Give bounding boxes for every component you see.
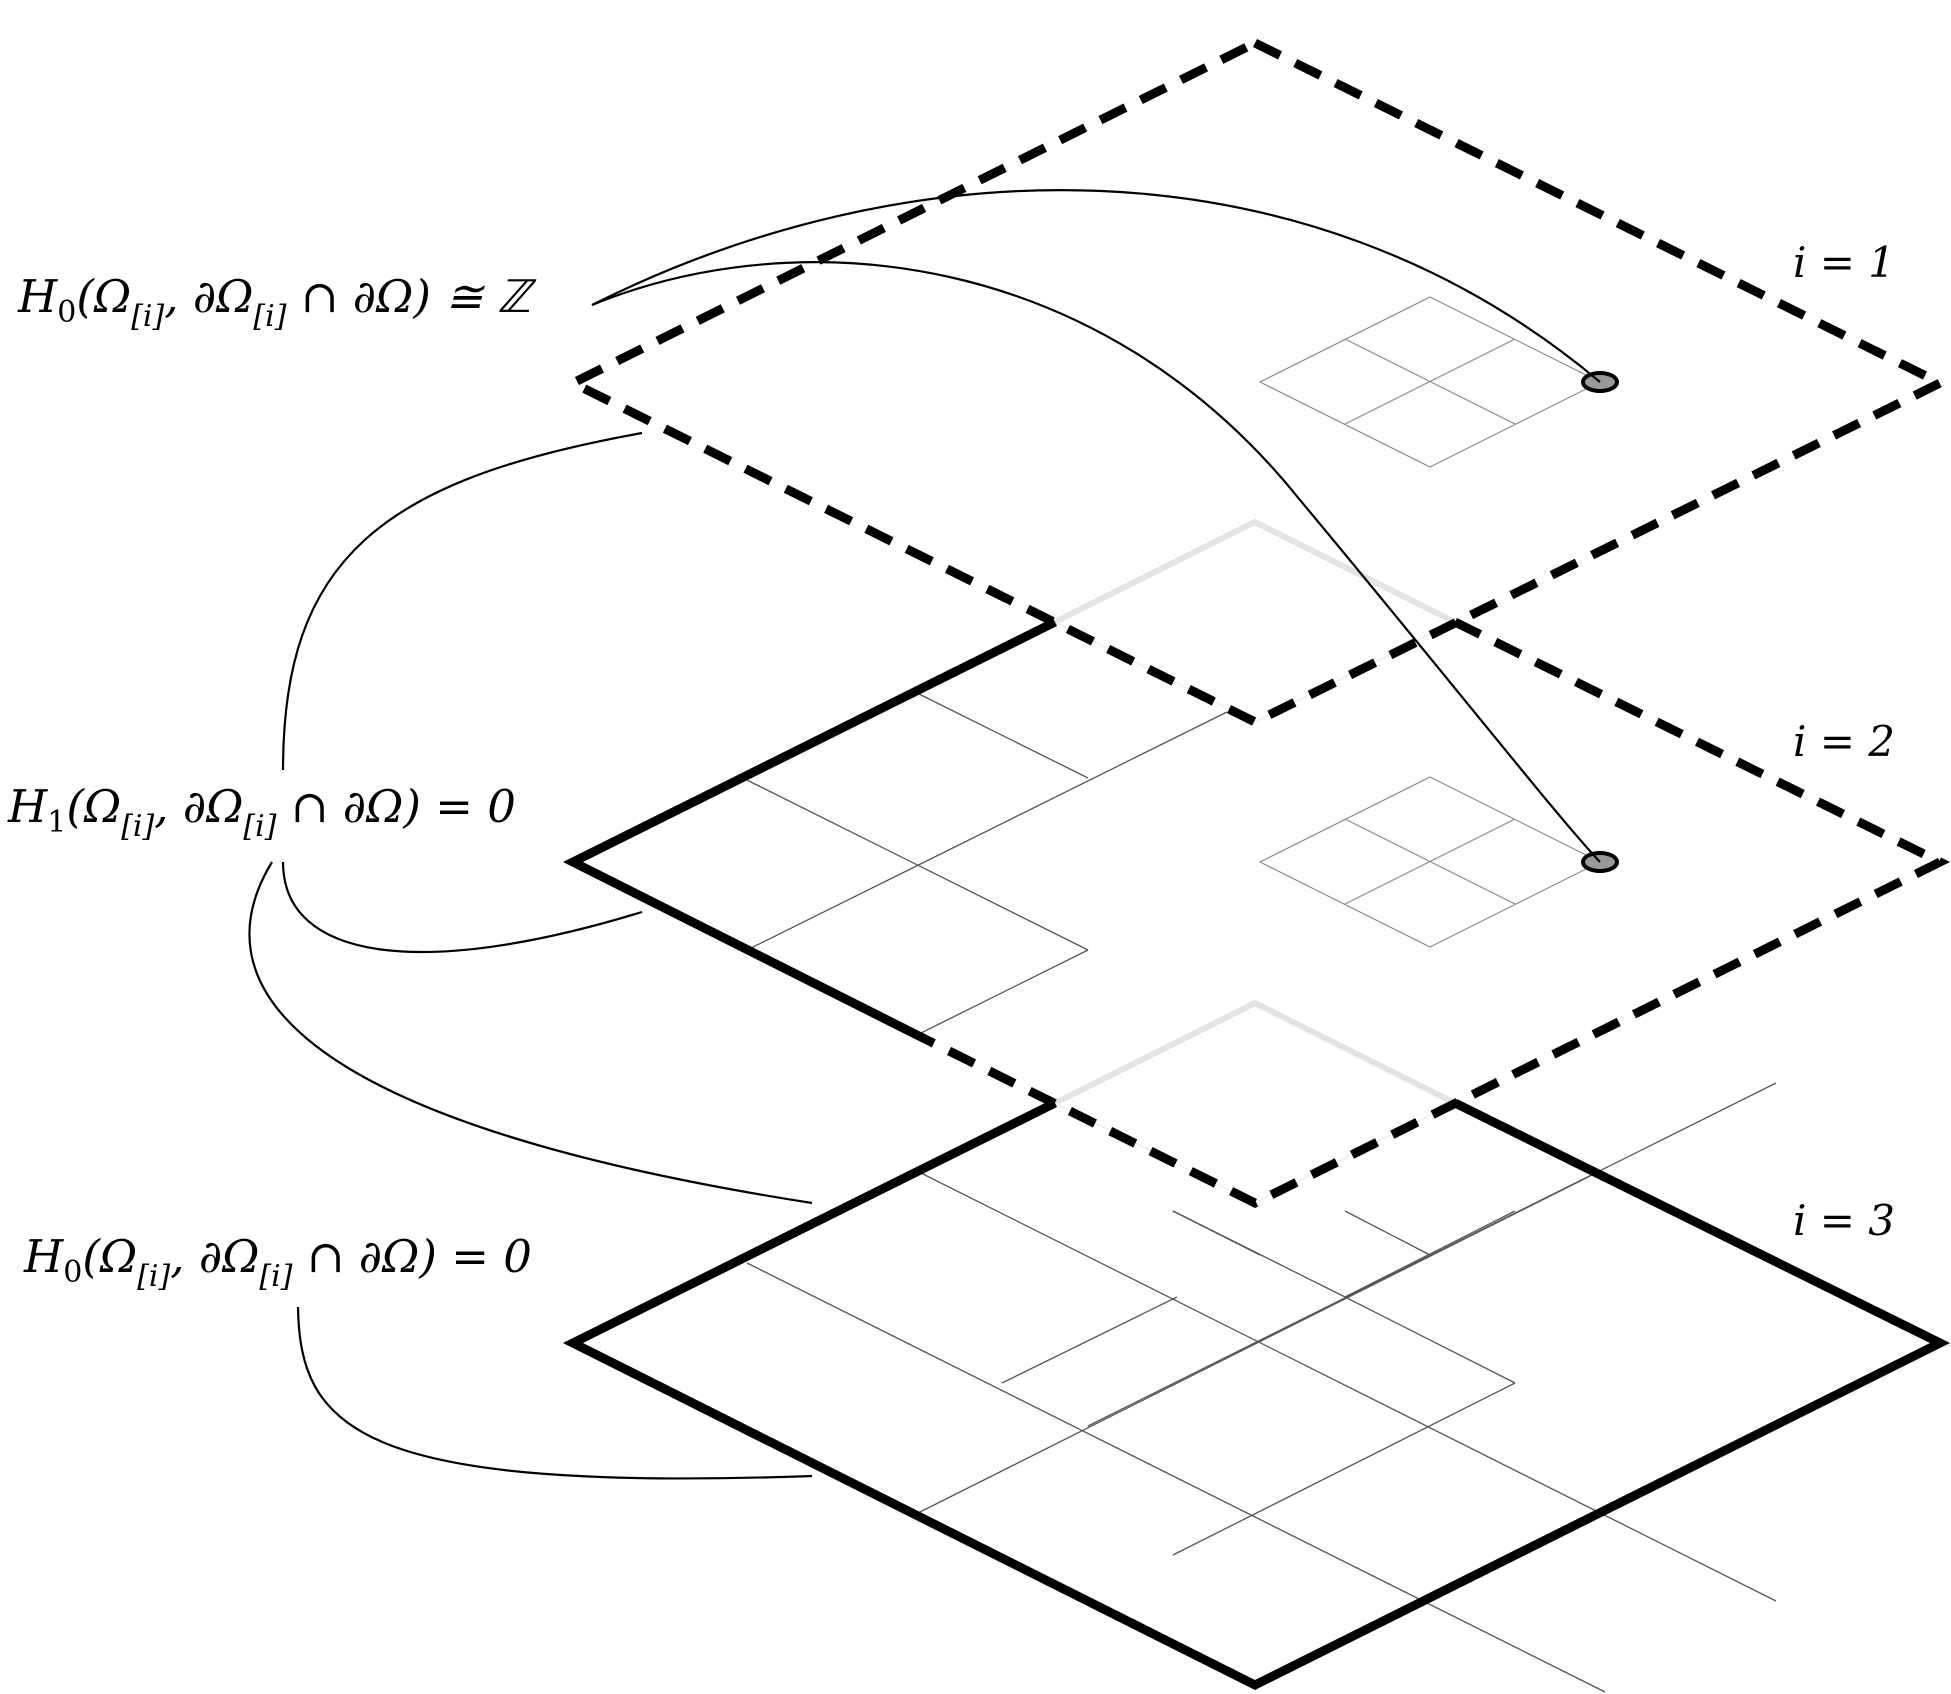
layer-2-left-mesh [746, 693, 1228, 1036]
layer-1-node-patch [1258, 296, 1602, 468]
layer-label-1: i = 1 [1793, 238, 1895, 287]
layer-label-2: i = 2 [1793, 717, 1895, 766]
annotation-h0-zero: H0(Ω[i], ∂Ω[i] ∩ ∂Ω) = 0 [23, 1230, 532, 1294]
connector-h0z-to-node-2 [591, 261, 1601, 863]
connector-h1-to-layer-2 [281, 861, 643, 954]
annotation-h1-zero: H1(Ω[i], ∂Ω[i] ∩ ∂Ω) = 0 [7, 780, 516, 844]
connector-h1-to-layer-1 [281, 431, 643, 771]
connector-h0z-to-node-1 [591, 189, 1601, 383]
layer-2 [562, 518, 1951, 1209]
layer-1 [562, 37, 1951, 728]
layer-3-mesh [746, 1082, 1777, 1693]
layer-3-ghost-region [1053, 999, 1457, 1106]
layer-3-boundary [562, 1098, 1951, 1691]
layer-1-dashed-boundary [562, 37, 1951, 728]
layer-labels: i = 1 i = 2 i = 3 [1793, 238, 1895, 1245]
layer-label-3: i = 3 [1793, 1196, 1895, 1245]
layer-2-ghost-region [1053, 518, 1457, 625]
layer-2-solid-boundary [562, 617, 1058, 1040]
homology-annotations: H0(Ω[i], ∂Ω[i] ∩ ∂Ω) ≅ ℤ H1(Ω[i], ∂Ω[i] … [7, 270, 537, 1294]
layer-2-dashed-boundary [914, 617, 1951, 1209]
connector-curves [248, 189, 1601, 1480]
layer-2-ghost-inner [1054, 621, 1456, 723]
layer-3-ghost-inner [1054, 1102, 1456, 1204]
connector-h0zero-to-layer-3 [296, 1306, 813, 1480]
annotation-h0-z: H0(Ω[i], ∂Ω[i] ∩ ∂Ω) ≅ ℤ [17, 270, 537, 334]
connector-h1-to-layer-3 [248, 861, 813, 1205]
layer-3 [562, 999, 1951, 1693]
